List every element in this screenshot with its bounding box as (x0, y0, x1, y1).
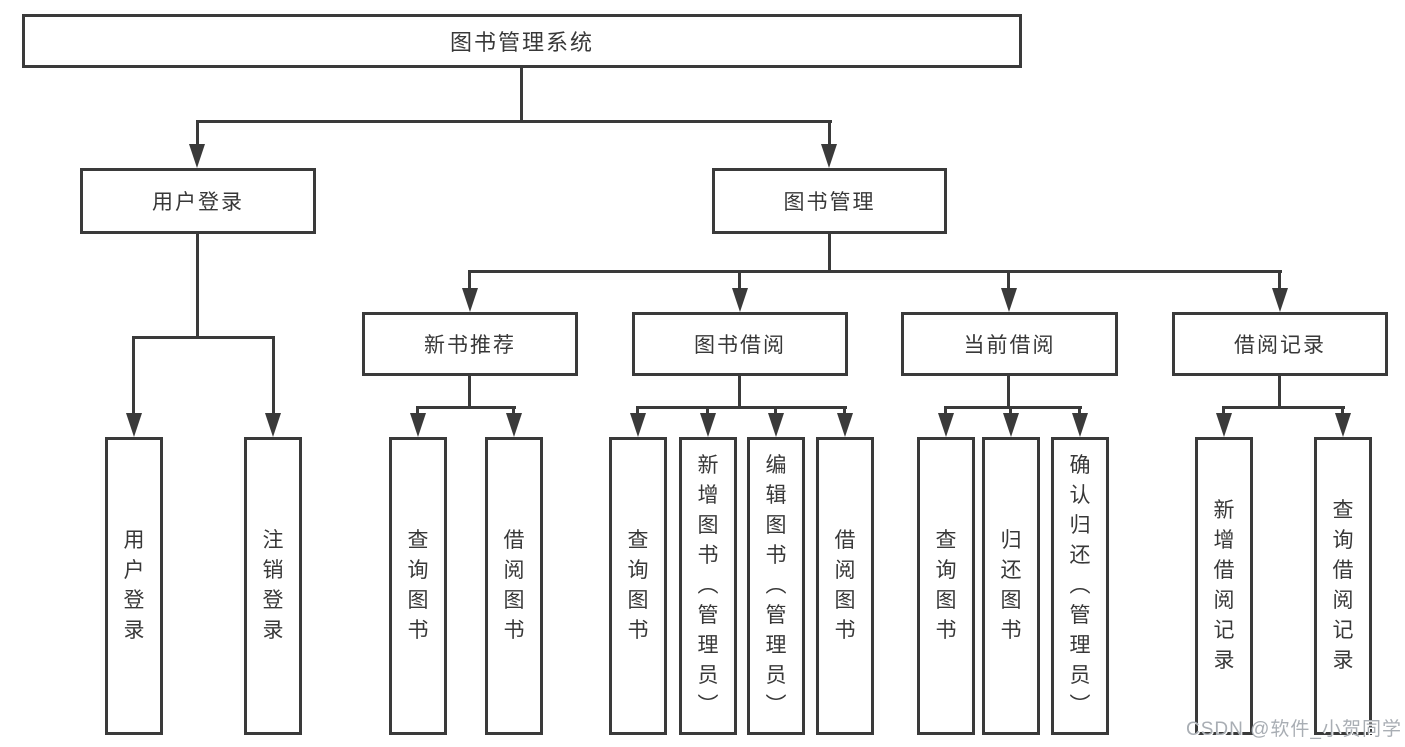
arrow-down-icon (1003, 413, 1019, 437)
connector-line (636, 406, 847, 409)
leaf-query-book-recommend-label: 查询图书 (407, 529, 429, 642)
connector-line (1278, 376, 1281, 406)
connector-line (416, 406, 419, 414)
arrow-down-icon (1272, 288, 1288, 312)
leaf-add-book-admin-label: 新增图书︵管理员︶ (697, 454, 719, 717)
connector-line (196, 120, 199, 146)
arrow-down-icon (189, 144, 205, 168)
leaf-query-borrow-record: 查询借阅记录 (1314, 437, 1372, 735)
connector-line (468, 270, 1282, 273)
connector-line (468, 376, 471, 406)
node-book-management-label: 图书管理 (783, 191, 876, 214)
arrow-down-icon (1072, 413, 1088, 437)
leaf-logout: 注销登录 (244, 437, 302, 735)
connector-line (133, 336, 275, 339)
arrow-down-icon (1001, 288, 1017, 312)
leaf-query-book-current-label: 查询图书 (935, 529, 957, 642)
arrow-down-icon (126, 413, 142, 437)
arrow-down-icon (506, 413, 522, 437)
leaf-query-book-borrow-label: 查询图书 (627, 529, 649, 642)
arrow-down-icon (1216, 413, 1232, 437)
leaf-return-book: 归还图书 (982, 437, 1040, 735)
node-current-borrow-label: 当前借阅 (963, 334, 1056, 357)
leaf-edit-book-admin: 编辑图书︵管理员︶ (747, 437, 805, 735)
arrow-down-icon (938, 413, 954, 437)
leaf-add-borrow-record: 新增借阅记录 (1195, 437, 1253, 735)
node-library-system: 图书管理系统 (22, 14, 1022, 68)
arrow-down-icon (630, 413, 646, 437)
connector-line (774, 406, 777, 414)
leaf-user-login: 用户登录 (105, 437, 163, 735)
node-book-borrow-label: 图书借阅 (694, 334, 786, 357)
connector-line (706, 406, 709, 414)
connector-line (1007, 376, 1010, 406)
arrow-down-icon (1335, 413, 1351, 437)
leaf-borrow-book-recommend: 借阅图书 (485, 437, 543, 735)
connector-line (944, 406, 1082, 409)
leaf-query-book-borrow: 查询图书 (609, 437, 667, 735)
connector-line (1341, 406, 1344, 414)
node-user-login: 用户登录 (80, 168, 316, 234)
node-library-system-label: 图书管理系统 (449, 30, 594, 55)
connector-line (132, 336, 135, 413)
node-book-borrow: 图书借阅 (632, 312, 848, 376)
node-book-management: 图书管理 (712, 168, 947, 234)
leaf-edit-book-admin-label: 编辑图书︵管理员︶ (765, 454, 787, 717)
connector-line (1009, 406, 1012, 414)
arrow-down-icon (410, 413, 426, 437)
arrow-down-icon (821, 144, 837, 168)
leaf-query-book-recommend: 查询图书 (389, 437, 447, 735)
connector-line (196, 120, 832, 123)
connector-line (196, 234, 199, 336)
leaf-query-borrow-record-label: 查询借阅记录 (1332, 499, 1354, 672)
leaf-return-book-label: 归还图书 (1000, 529, 1022, 642)
leaf-add-borrow-record-label: 新增借阅记录 (1213, 499, 1235, 672)
leaf-confirm-return-admin: 确认归还︵管理员︶ (1051, 437, 1109, 735)
connector-line (738, 270, 741, 290)
connector-line (512, 406, 515, 414)
connector-line (738, 376, 741, 406)
connector-line (1222, 406, 1225, 414)
arrow-down-icon (700, 413, 716, 437)
connector-line (1078, 406, 1081, 414)
leaf-borrow-book: 借阅图书 (816, 437, 874, 735)
leaf-borrow-book-recommend-label: 借阅图书 (503, 529, 525, 642)
watermark: CSDN @软件_小贺同学 (1186, 719, 1402, 740)
connector-line (1007, 270, 1010, 290)
arrow-down-icon (462, 288, 478, 312)
connector-line (416, 406, 516, 409)
connector-line (828, 120, 831, 146)
leaf-borrow-book-label: 借阅图书 (834, 529, 856, 642)
leaf-query-book-current: 查询图书 (917, 437, 975, 735)
connector-line (272, 336, 275, 413)
connector-line (1278, 270, 1281, 290)
arrow-down-icon (768, 413, 784, 437)
arrow-down-icon (265, 413, 281, 437)
connector-line (520, 68, 523, 120)
connector-line (944, 406, 947, 414)
node-borrow-records-label: 借阅记录 (1234, 334, 1326, 357)
connector-line (828, 234, 831, 270)
node-new-book-recommend-label: 新书推荐 (424, 334, 516, 357)
leaf-confirm-return-admin-label: 确认归还︵管理员︶ (1069, 454, 1091, 717)
node-borrow-records: 借阅记录 (1172, 312, 1388, 376)
node-user-login-label: 用户登录 (152, 191, 244, 214)
connector-line (843, 406, 846, 414)
leaf-user-login-label: 用户登录 (123, 529, 145, 642)
leaf-add-book-admin: 新增图书︵管理员︶ (679, 437, 737, 735)
leaf-logout-label: 注销登录 (262, 529, 284, 642)
connector-line (636, 406, 639, 414)
connector-line (468, 270, 471, 290)
arrow-down-icon (732, 288, 748, 312)
node-current-borrow: 当前借阅 (901, 312, 1118, 376)
arrow-down-icon (837, 413, 853, 437)
connector-line (1222, 406, 1345, 409)
node-new-book-recommend: 新书推荐 (362, 312, 578, 376)
